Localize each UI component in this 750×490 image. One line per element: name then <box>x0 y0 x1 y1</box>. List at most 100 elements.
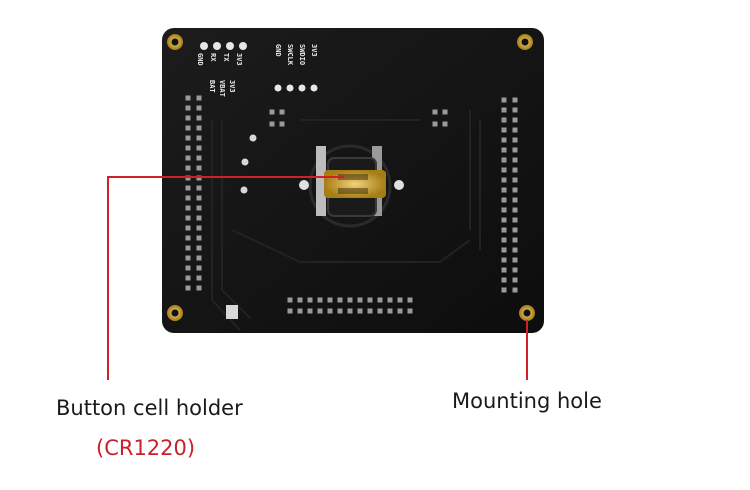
via-clusters <box>269 109 448 127</box>
header-pin <box>196 145 202 151</box>
header-pin <box>512 127 518 133</box>
silk-label: GND <box>196 53 204 66</box>
header-pin <box>397 297 403 303</box>
silk-label: RX <box>209 53 217 62</box>
header-pin <box>196 155 202 161</box>
header-pin <box>432 121 438 127</box>
header-pin <box>279 109 285 115</box>
header-pin <box>185 115 191 121</box>
header-pin <box>501 227 507 233</box>
header-pin <box>185 285 191 291</box>
header-pin <box>185 165 191 171</box>
silk-label: 3V3 <box>235 53 243 66</box>
header-pin <box>185 265 191 271</box>
header-pin <box>196 215 202 221</box>
header-pin <box>501 187 507 193</box>
header-pin <box>501 267 507 273</box>
header-pin <box>501 157 507 163</box>
header-pin <box>196 95 202 101</box>
header-pin <box>327 297 333 303</box>
header-pin <box>185 105 191 111</box>
header-pin <box>512 177 518 183</box>
header-pin <box>297 297 303 303</box>
header-pin <box>185 185 191 191</box>
header-pin <box>196 285 202 291</box>
header-pin <box>185 245 191 251</box>
header-pin <box>196 135 202 141</box>
header-pin <box>317 297 323 303</box>
header-pin <box>407 297 413 303</box>
silk-label: TX <box>222 53 230 62</box>
header-pin <box>196 105 202 111</box>
silk-label: SWCLK <box>286 44 294 66</box>
silk-label: 3V3 <box>228 80 236 93</box>
header-pin <box>397 308 403 314</box>
header-pin <box>196 185 202 191</box>
header-pin <box>512 167 518 173</box>
pcb-traces <box>211 110 481 331</box>
button-cell-holder-label: Button cell holder <box>56 396 243 420</box>
mounting-holes <box>167 34 535 321</box>
square-pad <box>226 305 238 319</box>
header-pin <box>512 257 518 263</box>
header-pin <box>196 205 202 211</box>
header-pin <box>501 257 507 263</box>
header-pin <box>185 235 191 241</box>
mounting-hole-label: Mounting hole <box>452 389 602 413</box>
header-pin <box>196 245 202 251</box>
header-pin <box>512 147 518 153</box>
header-pin <box>185 95 191 101</box>
header-pin <box>367 297 373 303</box>
header-pin <box>287 308 293 314</box>
silk-label: 3V3 <box>310 44 318 57</box>
header-pin <box>196 115 202 121</box>
header-pin <box>185 145 191 151</box>
header-pin <box>512 97 518 103</box>
header-pin <box>196 265 202 271</box>
header-pin <box>269 109 275 115</box>
header-pin <box>307 297 313 303</box>
bottom-pin-header <box>287 297 413 314</box>
header-pin <box>501 237 507 243</box>
header-pin <box>512 277 518 283</box>
header-pin <box>512 247 518 253</box>
header-pin <box>512 267 518 273</box>
header-pin <box>432 109 438 115</box>
header-pin <box>337 308 343 314</box>
header-pin <box>512 107 518 113</box>
battery-holder <box>299 144 404 228</box>
header-pin <box>279 121 285 127</box>
silk-label: SWDIO <box>298 44 306 66</box>
header-pin <box>501 287 507 293</box>
header-pin <box>307 308 313 314</box>
header-pin <box>196 125 202 131</box>
header-pin <box>501 207 507 213</box>
header-pin <box>387 297 393 303</box>
header-pin <box>357 308 363 314</box>
header-pin <box>501 197 507 203</box>
header-pin <box>512 187 518 193</box>
right-pin-header <box>501 97 518 293</box>
header-pin <box>196 275 202 281</box>
header-pin <box>407 308 413 314</box>
cell-type-label: (CR1220) <box>96 436 196 460</box>
header-pin <box>512 237 518 243</box>
header-pin <box>269 121 275 127</box>
header-pin <box>196 255 202 261</box>
header-pin <box>442 121 448 127</box>
header-pin <box>501 147 507 153</box>
header-pin <box>347 297 353 303</box>
header-pin <box>501 247 507 253</box>
header-pin <box>185 135 191 141</box>
header-pin <box>387 308 393 314</box>
header-pin <box>196 225 202 231</box>
header-pin <box>501 277 507 283</box>
silk-label: GND <box>274 44 282 57</box>
header-pin <box>377 297 383 303</box>
header-pin <box>501 177 507 183</box>
header-pin <box>512 227 518 233</box>
header-pin <box>327 308 333 314</box>
header-pin <box>512 137 518 143</box>
header-pin <box>196 165 202 171</box>
